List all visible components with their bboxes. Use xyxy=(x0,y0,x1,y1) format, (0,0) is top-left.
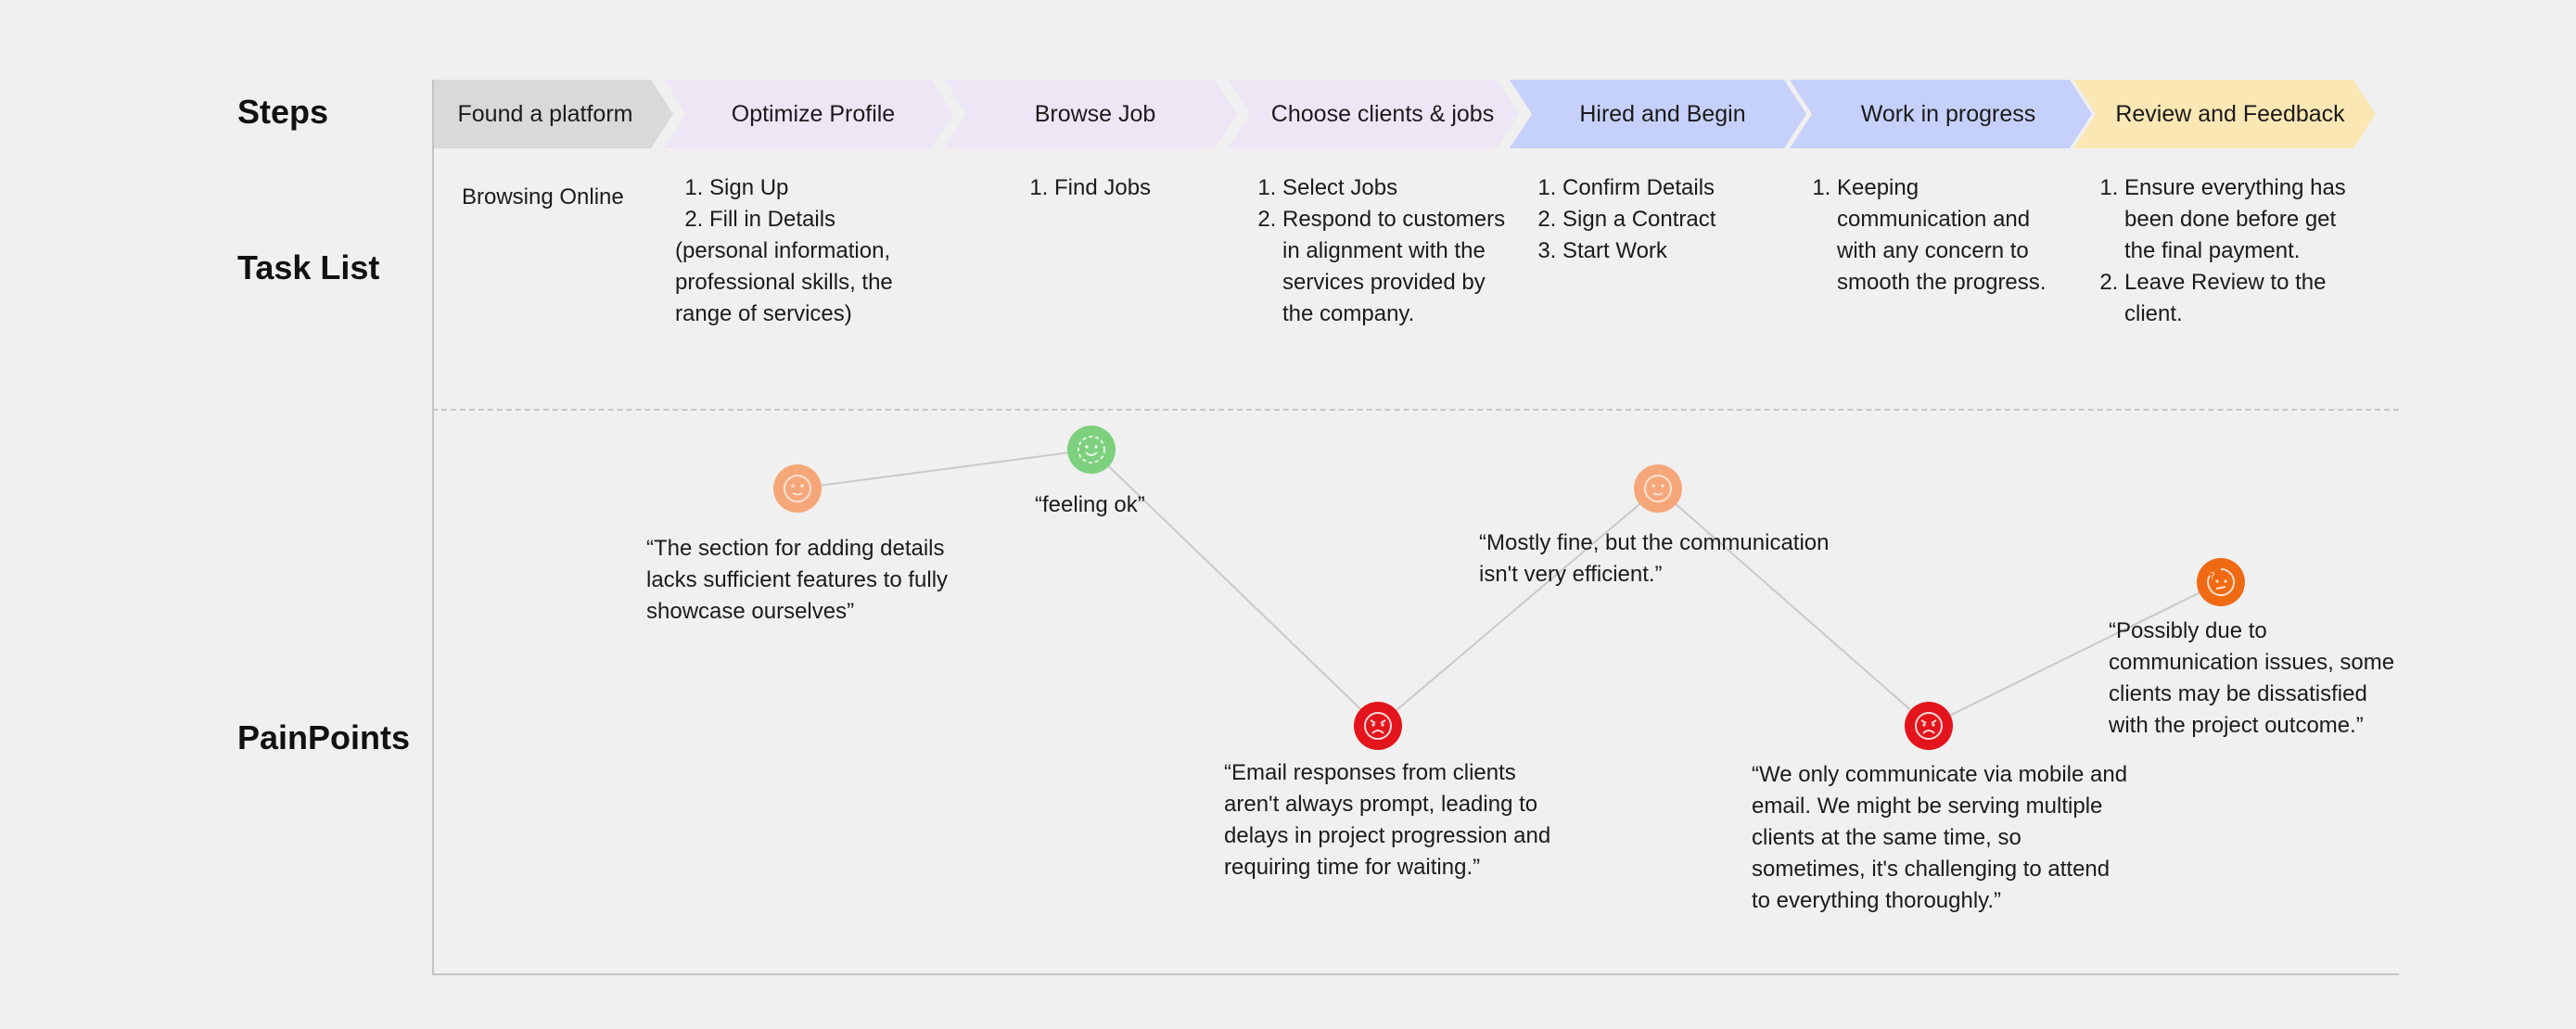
task-optimize-profile: Sign Up Fill in Details (personal inform… xyxy=(675,172,925,330)
row-label-painpoints: PainPoints xyxy=(237,718,411,756)
vertical-axis-line xyxy=(432,80,434,975)
painpoint-quote-browse-job: “feeling ok” xyxy=(1035,492,1145,517)
task-browse-job: Find Jobs xyxy=(1020,172,1224,204)
stage-review-and-feedback: Review and Feedback xyxy=(2073,80,2376,148)
painpoint-quote-choose-clients: “Email responses from clients aren't alw… xyxy=(1224,760,1551,880)
task-text: Browsing Online xyxy=(462,184,624,210)
task-item: Sign Up xyxy=(709,172,925,204)
painpoint-quote-hired-begin: “Mostly fine, but the communication isn'… xyxy=(1479,530,1830,587)
task-item: Find Jobs xyxy=(1054,172,1224,204)
stage-browse-job: Browse Job xyxy=(944,80,1237,148)
task-work-progress: Keeping communication and with any conce… xyxy=(1803,172,2064,299)
svg-text:?: ? xyxy=(2210,570,2215,582)
task-note: (personal information, professional skil… xyxy=(675,238,893,326)
task-item: Confirm Details xyxy=(1562,172,1788,204)
stage-work-in-progress: Work in progress xyxy=(1790,80,2092,148)
angry-face-icon xyxy=(1905,702,1953,750)
row-label-steps: Steps xyxy=(237,93,329,131)
task-item: Start Work xyxy=(1562,235,1788,267)
task-item: Respond to customers in alignment with t… xyxy=(1282,204,1510,330)
stage-choose-clients-jobs: Choose clients & jobs xyxy=(1228,80,1519,148)
section-divider xyxy=(432,409,2399,411)
painpoint-quote-work-progress: “We only communicate via mobile and emai… xyxy=(1752,762,2128,913)
angry-face-icon xyxy=(1354,702,1402,750)
task-item: Ensure everything has been done before g… xyxy=(2124,172,2359,267)
stage-hired-and-begin: Hired and Begin xyxy=(1510,80,1806,148)
confused-face-icon: ? xyxy=(2197,558,2245,606)
stage-found-platform: Found a platform xyxy=(434,80,673,148)
smiling-face-icon xyxy=(1067,426,1116,474)
task-item: Leave Review to the client. xyxy=(2124,267,2359,330)
stage-optimize-profile: Optimize Profile xyxy=(664,80,953,148)
task-hired-begin: Confirm Details Sign a Contract Start Wo… xyxy=(1528,172,1788,267)
task-found-platform: Browsing Online xyxy=(462,182,624,213)
task-item: Select Jobs xyxy=(1282,172,1510,204)
row-label-task-list: Task List xyxy=(237,248,380,286)
painpoint-quote-optimize-profile: “The section for adding details lacks su… xyxy=(646,536,949,624)
neutral-face-icon xyxy=(1634,464,1682,513)
painpoint-quote-review-feedback: “Possibly due to communication issues, s… xyxy=(2109,618,2395,738)
task-item: Fill in Details xyxy=(709,204,925,235)
neutral-face-icon xyxy=(773,464,822,513)
task-choose-clients: Select Jobs Respond to customers in alig… xyxy=(1248,172,1510,330)
horizontal-axis-line xyxy=(432,973,2399,975)
task-review-feedback: Ensure everything has been done before g… xyxy=(2090,172,2359,330)
task-item: Keeping communication and with any conce… xyxy=(1837,172,2064,299)
task-item: Sign a Contract xyxy=(1562,204,1788,235)
